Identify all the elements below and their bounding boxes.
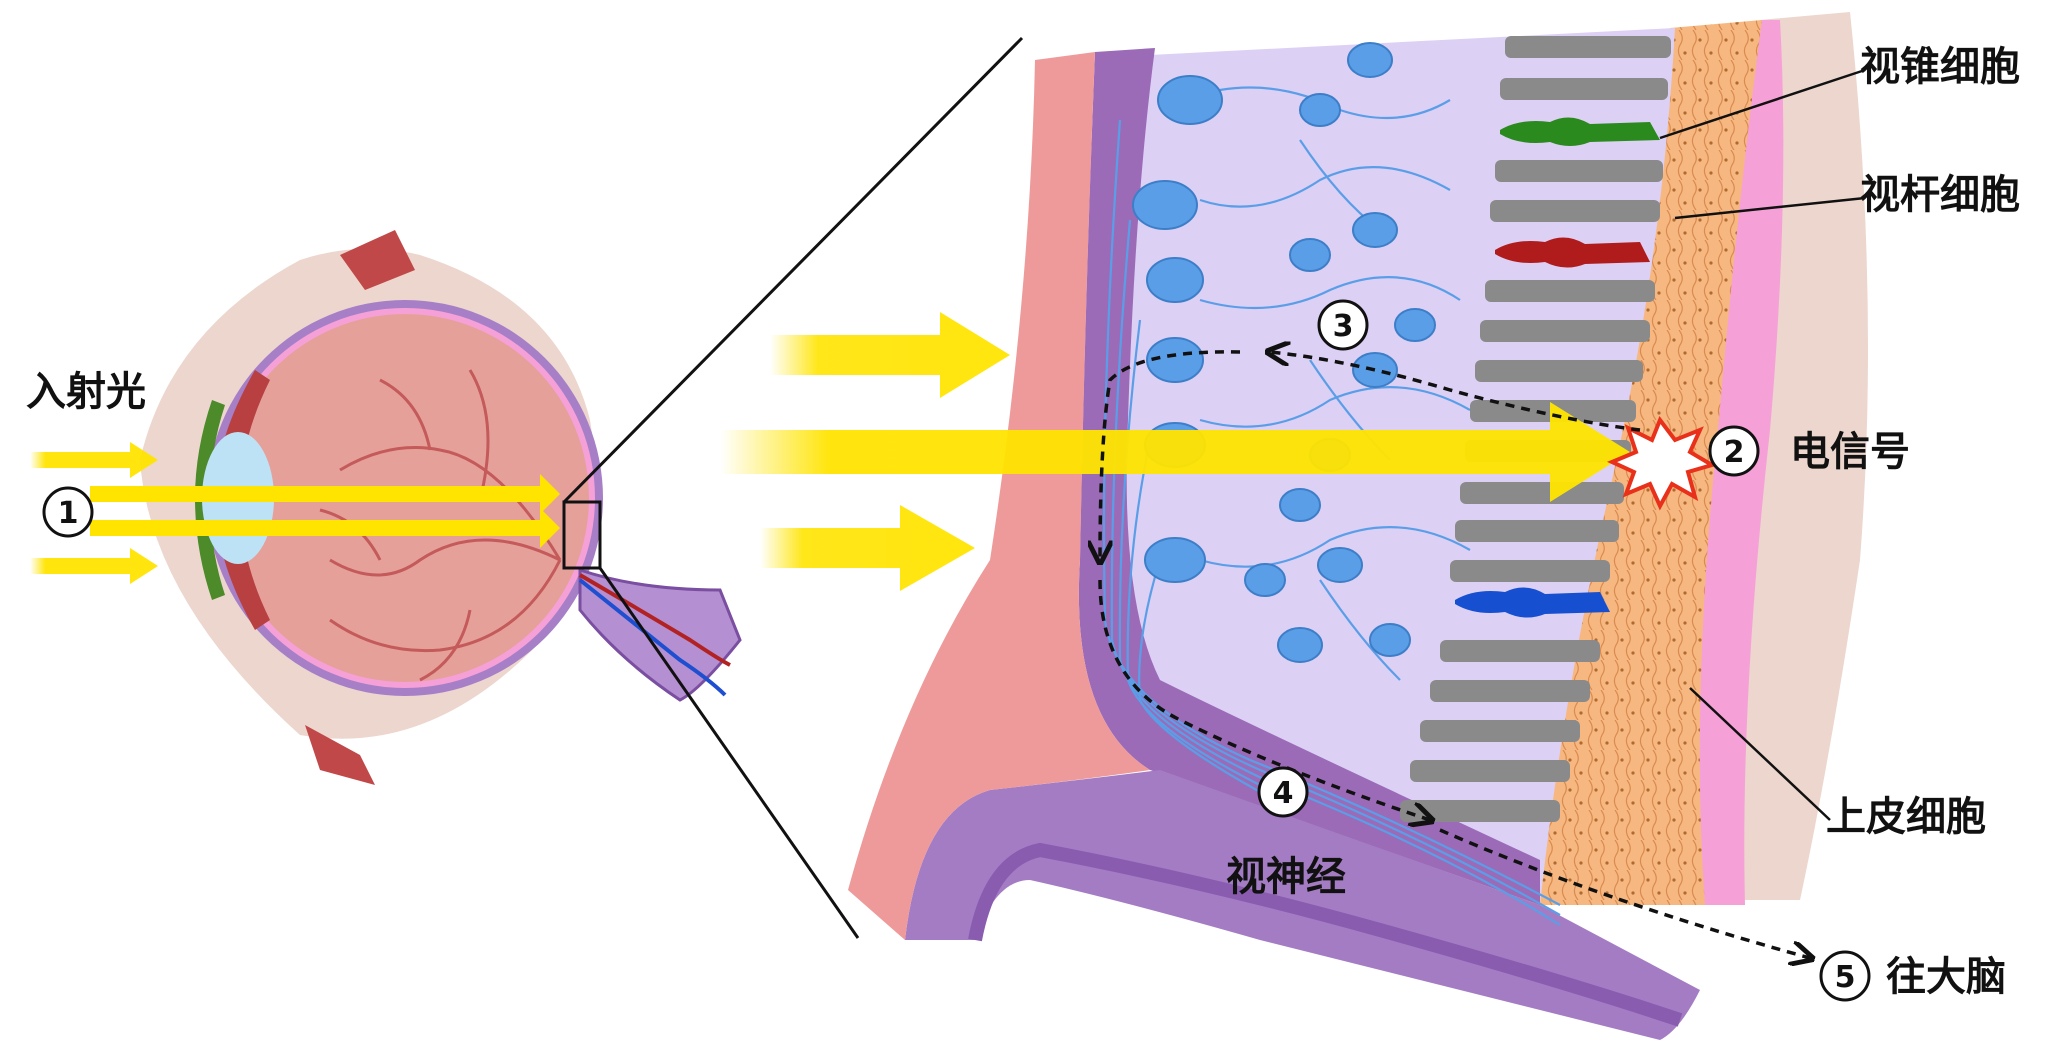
leader-cone (1659, 68, 1866, 140)
signal-path-4 (1098, 579, 1430, 820)
rod-cell (1420, 720, 1580, 742)
beam-upper (770, 312, 1010, 398)
signal-path-3 (1270, 352, 1641, 432)
sclera-band (848, 52, 1150, 940)
step-badges: 1 2 3 4 5 (42, 299, 1871, 1002)
signal-path-down (1100, 350, 1241, 560)
step-badge-3 (1317, 299, 1369, 351)
neuron (1279, 488, 1321, 522)
neuron (1352, 352, 1398, 388)
neuron (1369, 623, 1411, 657)
step-badge-2 (1708, 425, 1760, 477)
electric-signal-burst (1606, 415, 1717, 511)
rod-cell (1450, 560, 1610, 582)
rod-cell (1460, 482, 1624, 504)
rod-cell (1440, 640, 1600, 662)
light-arrow-3 (90, 508, 560, 548)
label-epithelial-cell: 上皮细胞 (1826, 794, 1986, 840)
neuron (1244, 563, 1286, 597)
leader-epithelium (1689, 687, 1831, 821)
nerve-fiber-layer (1078, 48, 1540, 905)
retina-light-beams (720, 312, 1630, 591)
rod-cell (1505, 36, 1671, 58)
step-badge-5 (1819, 950, 1871, 1002)
step-number-4: 4 (1273, 776, 1294, 811)
leader-lines (1659, 68, 1866, 821)
rod-cell (1500, 78, 1668, 100)
neuron (1394, 308, 1436, 342)
leader-rod (1674, 196, 1866, 220)
incident-light-arrows (30, 442, 560, 584)
neuron (1347, 42, 1393, 78)
zoom-line-bottom (598, 567, 860, 939)
label-cone-cell: 视锥细胞 (1860, 44, 2020, 90)
neuron (1352, 212, 1398, 248)
eye-muscle-bottom (305, 725, 375, 785)
label-to-brain: 往大脑 (1886, 954, 2006, 1000)
cone-cell-red (1495, 237, 1650, 268)
cone-cell-green (1500, 117, 1660, 146)
step-number-2: 2 (1724, 435, 1745, 470)
neuron (1144, 537, 1206, 583)
text-labels: 入射光 视锥细胞 视杆细胞 电信号 上皮细胞 视神经 往大脑 (26, 44, 2020, 1000)
step-badge-1 (42, 486, 94, 538)
neuron (1157, 75, 1223, 125)
neural-network-fibers (1102, 86, 1561, 926)
light-arrow-4 (30, 548, 158, 584)
rod-cell (1475, 360, 1643, 382)
neuron (1132, 180, 1198, 230)
beam-lower (760, 505, 975, 591)
zoom-box (562, 500, 602, 570)
zoom-line-top (562, 36, 1024, 504)
rod-cell (1490, 200, 1660, 222)
rod-cell (1480, 320, 1650, 342)
beam-main (720, 402, 1630, 502)
light-arrow-2 (90, 474, 560, 514)
neuron (1289, 238, 1331, 272)
label-incident-light: 入射光 (26, 369, 146, 415)
neuron (1146, 337, 1204, 383)
optic-nerve-sheath (968, 842, 1683, 1027)
rod-cell (1400, 800, 1560, 822)
label-rod-cell: 视杆细胞 (1860, 172, 2020, 218)
retina-zoom (720, 12, 1868, 1040)
cone-cells (1455, 117, 1660, 618)
label-electric-signal: 电信号 (1790, 429, 1910, 475)
rod-cell (1430, 680, 1590, 702)
optic-artery (578, 573, 731, 667)
signal-path (1100, 352, 1810, 958)
eye-muscle-top (340, 230, 415, 290)
rod-cell (1495, 160, 1663, 182)
neuron (1317, 547, 1363, 583)
cone-cell-blue (1455, 587, 1610, 618)
neuron (1299, 93, 1341, 127)
optic-vein (578, 578, 727, 697)
light-arrow-1 (30, 442, 158, 478)
neuron (1277, 627, 1323, 663)
neuron (1146, 257, 1204, 303)
label-optic-nerve: 视神经 (1226, 854, 1346, 900)
rod-cell (1410, 760, 1570, 782)
rod-cell (1455, 520, 1619, 542)
step-number-3: 3 (1333, 309, 1354, 344)
step-number-1: 1 (58, 496, 79, 531)
step-number-5: 5 (1835, 960, 1856, 995)
step-badge-4 (1257, 766, 1309, 818)
rod-cell (1485, 280, 1655, 302)
eye-blood-vessels (319, 369, 562, 682)
